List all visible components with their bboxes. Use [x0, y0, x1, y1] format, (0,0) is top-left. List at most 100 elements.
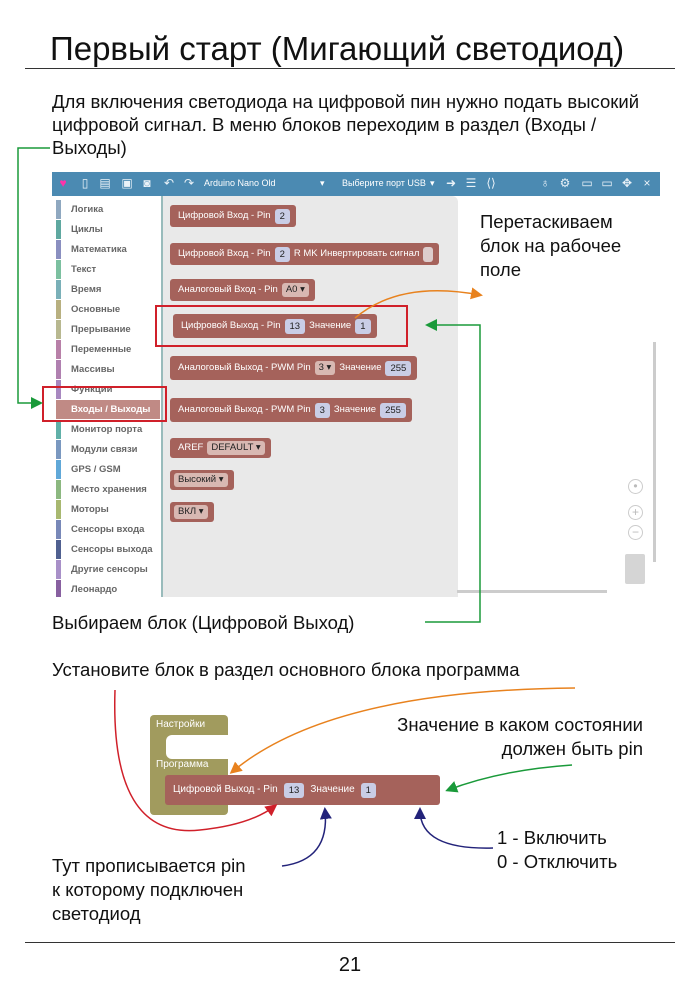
level-dropdown[interactable]: Высокий ▾ [174, 473, 228, 487]
pin-input[interactable]: 13 [284, 318, 306, 334]
category-color-bar [56, 460, 61, 479]
sidebar-item[interactable]: Сенсоры входа [56, 520, 160, 539]
pin-input[interactable]: 2 [274, 246, 290, 262]
drag-note-line: блок на рабочее [480, 235, 622, 256]
sidebar-item[interactable]: Время [56, 280, 160, 299]
minimize-icon[interactable]: ▭ [581, 176, 593, 190]
vertical-scrollbar[interactable] [653, 342, 656, 562]
category-color-bar [56, 520, 61, 539]
category-color-bar [56, 400, 61, 419]
invert-checkbox[interactable] [423, 246, 434, 262]
gear-icon[interactable]: ⚙ [559, 176, 571, 190]
sidebar-item[interactable]: Логика [56, 200, 160, 219]
move-icon[interactable]: ✥ [621, 176, 633, 190]
camera-icon[interactable]: ◙ [143, 176, 151, 190]
board-select[interactable]: Arduino Nano Old [204, 178, 276, 188]
pin-dropdown[interactable]: 3 ▾ [314, 361, 336, 375]
pin-note: Тут прописывается pin к которому подключ… [52, 854, 246, 926]
sidebar-item[interactable]: Прерывание [56, 320, 160, 339]
undo-icon[interactable]: ↶ [163, 176, 175, 190]
category-color-bar [56, 480, 61, 499]
pin-input[interactable]: 13 [283, 782, 305, 798]
sidebar-item[interactable]: Место хранения [56, 480, 160, 499]
value-input[interactable]: 1 [355, 318, 371, 334]
sidebar-item[interactable]: Функции [56, 380, 160, 399]
state-dropdown[interactable]: ВКЛ ▾ [174, 505, 208, 519]
monitor-icon[interactable]: ☰ [465, 176, 477, 190]
open-file-icon[interactable]: ▤ [99, 176, 111, 190]
value-label: Значение [309, 320, 352, 331]
sidebar-item-label: Прерывание [71, 324, 131, 335]
upload-icon[interactable]: ➜ [445, 176, 457, 190]
sidebar-item[interactable]: Сенсоры выхода [56, 540, 160, 559]
sidebar-item-label: Монитор порта [71, 424, 143, 435]
pin-input[interactable]: 2 [274, 208, 290, 224]
sidebar-item[interactable]: Леонардо [56, 580, 160, 597]
category-color-bar [56, 500, 61, 519]
sidebar-item-label: Основные [71, 304, 121, 315]
block-high[interactable]: Высокий ▾ [170, 470, 234, 490]
value-label: Значение [310, 784, 355, 795]
sidebar-item[interactable]: Моторы [56, 500, 160, 519]
port-select[interactable]: Выберите порт USB [342, 178, 426, 188]
new-file-icon[interactable]: ▯ [81, 176, 89, 190]
sidebar-item[interactable]: Циклы [56, 220, 160, 239]
sidebar-item[interactable]: Текст [56, 260, 160, 279]
category-color-bar [56, 340, 61, 359]
center-icon[interactable]: • [628, 479, 643, 494]
save-icon[interactable]: ▣ [121, 176, 133, 190]
arrow-pin [281, 807, 332, 867]
block-label: Аналоговый Выход - PWM Pin [178, 362, 311, 373]
lightbulb-icon[interactable]: ♁ [540, 176, 550, 190]
pin-dropdown[interactable]: A0 ▾ [281, 283, 309, 297]
trash-icon[interactable] [625, 554, 645, 584]
choose-note: Выбираем блок (Цифровой Выход) [52, 612, 355, 633]
sidebar-item[interactable]: Монитор порта [56, 420, 160, 439]
sidebar-item[interactable]: Другие сенсоры [56, 560, 160, 579]
block-on[interactable]: ВКЛ ▾ [170, 502, 214, 522]
sidebar-item-label: Место хранения [71, 484, 147, 495]
value-input[interactable]: 255 [380, 402, 406, 418]
sidebar-item[interactable]: Математика [56, 240, 160, 259]
code-icon[interactable]: ⟨⟩ [486, 176, 496, 190]
sidebar-item[interactable]: GPS / GSM [56, 460, 160, 479]
sidebar-item[interactable]: Массивы [56, 360, 160, 379]
category-color-bar [56, 380, 61, 399]
aref-dropdown[interactable]: DEFAULT ▾ [207, 441, 265, 455]
pin-input[interactable]: 3 [314, 402, 330, 418]
install-note: Установите блок в раздел основного блока… [52, 659, 520, 680]
redo-icon[interactable]: ↷ [183, 176, 195, 190]
pin-note-line: светодиод [52, 903, 141, 924]
drag-note-line: Перетаскиваем [480, 211, 613, 232]
sidebar-item[interactable]: Основные [56, 300, 160, 319]
close-icon[interactable]: × [643, 176, 651, 190]
sidebar-item[interactable]: Модули связи [56, 440, 160, 459]
pin-note-line: Тут прописывается pin [52, 855, 246, 876]
horizontal-scrollbar[interactable] [457, 590, 607, 593]
ide-screenshot: ♥ ▯ ▤ ▣ ◙ ↶ ↷ Arduino Nano Old ▾ Выберит… [52, 172, 660, 597]
value-input[interactable]: 1 [360, 782, 376, 798]
restore-icon[interactable]: ▭ [601, 176, 613, 190]
value-input[interactable]: 255 [385, 360, 412, 376]
category-color-bar [56, 360, 61, 379]
zoom-in-icon[interactable]: + [628, 505, 643, 520]
sidebar-item[interactable]: Входы / Выходы [56, 400, 160, 419]
page-number: 21 [338, 954, 362, 976]
category-color-bar [56, 260, 61, 279]
category-color-bar [56, 560, 61, 579]
setup-label: Настройки [156, 719, 206, 730]
zoom-out-icon[interactable]: − [628, 525, 643, 540]
sidebar-item-label: Математика [71, 244, 127, 255]
block-label: Цифровой Вход - Pin [178, 210, 271, 221]
category-color-bar [56, 420, 61, 439]
block-label: AREF [178, 442, 204, 453]
sidebar-item[interactable]: Переменные [56, 340, 160, 359]
